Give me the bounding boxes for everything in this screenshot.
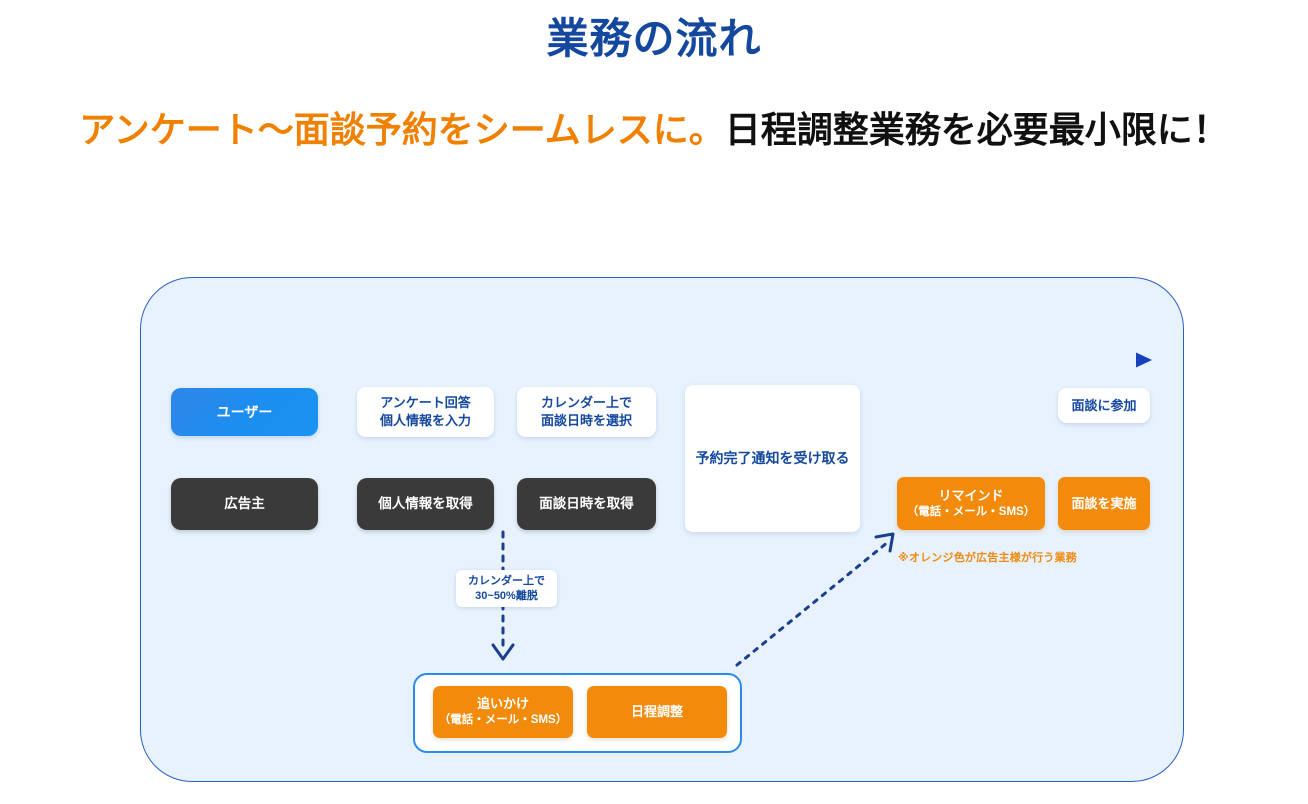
dropoff-caption: カレンダー上で 30~50%離脱 xyxy=(456,570,557,607)
page-title: 業務の流れ xyxy=(546,15,762,62)
subtitle-black-part: 日程調整業務を必要最小限に！ xyxy=(724,109,1229,150)
dropoff-caption-line2: 30~50%離脱 xyxy=(475,589,538,602)
advertiser-step-remind-line2: （電話・メール・SMS） xyxy=(906,505,1036,518)
advertiser-step-get-datetime-label: 面談日時を取得 xyxy=(539,495,634,511)
advertiser-step-remind: リマインド （電話・メール・SMS） xyxy=(897,477,1045,530)
row-label-user: ユーザー xyxy=(171,388,318,436)
manual-step-followup-line2: （電話・メール・SMS） xyxy=(438,714,568,727)
advertiser-step-hold-meeting: 面談を実施 xyxy=(1058,477,1150,530)
manual-step-scheduling: 日程調整 xyxy=(587,686,727,738)
user-step-select-datetime-line1: カレンダー上で xyxy=(540,395,632,411)
advertiser-step-hold-meeting-label: 面談を実施 xyxy=(1071,495,1137,511)
row-label-advertiser: 広告主 xyxy=(171,478,318,530)
legend-note: ※オレンジ色が広告主様が行う業務 xyxy=(898,552,1077,564)
user-step-booking-notice: 予約完了通知を受け取る xyxy=(685,385,860,532)
page-subtitle: アンケート〜面談予約をシームレスに。日程調整業務を必要最小限に！ xyxy=(0,108,1308,151)
user-step-survey-line2: 個人情報を入力 xyxy=(379,413,471,428)
user-step-booking-notice-label: 予約完了通知を受け取る xyxy=(695,450,850,467)
user-step-select-datetime: カレンダー上で 面談日時を選択 xyxy=(517,387,656,437)
user-step-survey-line1: アンケート回答 xyxy=(380,395,471,411)
advertiser-step-get-personal-info-label: 個人情報を取得 xyxy=(378,495,473,511)
manual-step-followup: 追いかけ （電話・メール・SMS） xyxy=(433,686,573,738)
dropoff-caption-line1: カレンダー上で xyxy=(468,574,545,587)
advertiser-step-remind-line1: リマインド xyxy=(938,487,1004,503)
advertiser-step-get-datetime: 面談日時を取得 xyxy=(517,478,656,530)
advertiser-step-get-personal-info: 個人情報を取得 xyxy=(357,478,494,530)
manual-step-followup-line1: 追いかけ xyxy=(476,696,529,712)
user-step-attend-meeting: 面談に参加 xyxy=(1058,388,1150,423)
manual-step-scheduling-label: 日程調整 xyxy=(630,704,683,720)
subtitle-orange-part: アンケート〜面談予約をシームレスに。 xyxy=(79,109,725,150)
user-step-attend-meeting-label: 面談に参加 xyxy=(1071,397,1137,413)
user-step-select-datetime-line2: 面談日時を選択 xyxy=(540,413,632,428)
user-step-survey: アンケート回答 個人情報を入力 xyxy=(357,387,494,437)
